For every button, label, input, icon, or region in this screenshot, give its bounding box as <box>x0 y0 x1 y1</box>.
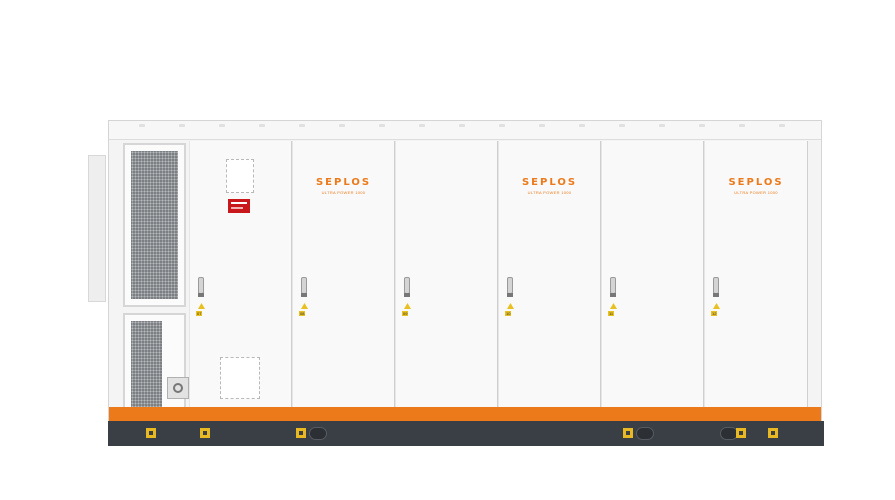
cabinet-door-4[interactable]: SEPLOS ULTRA POWER 1000 10 <box>498 141 601 407</box>
warning-triangle-icon <box>507 303 514 309</box>
lower-vent-panel <box>123 313 189 415</box>
roof-bolt <box>139 124 145 127</box>
brand-logo: SEPLOS ULTRA POWER 1000 <box>705 177 807 195</box>
brand-name: SEPLOS <box>521 177 578 188</box>
cabinet-door-3[interactable]: 09 <box>395 141 498 407</box>
forklift-pocket <box>309 427 327 440</box>
handle-base <box>404 293 410 297</box>
handle-base <box>610 293 616 297</box>
warning-triangle-icon <box>713 303 720 309</box>
door-handle-icon[interactable] <box>198 277 204 294</box>
warning-triangle-icon <box>404 303 411 309</box>
roof-bolt <box>459 124 465 127</box>
roof-bolt <box>779 124 785 127</box>
model-name: ULTRA POWER 1000 <box>321 190 366 195</box>
roof-bolt <box>179 124 185 127</box>
warning-triangle-icon <box>301 303 308 309</box>
roof-bolt <box>619 124 625 127</box>
door-code: 10 <box>505 311 512 316</box>
brand-logo: SEPLOS ULTRA POWER 1000 <box>499 177 600 195</box>
door-code: 11 <box>608 311 615 316</box>
door-handle-icon[interactable] <box>301 277 307 294</box>
handle-base <box>301 293 307 297</box>
container-base-frame <box>108 421 824 446</box>
roof-bolt <box>699 124 705 127</box>
door-code: 12 <box>711 311 718 316</box>
cabinet-door-2[interactable]: SEPLOS ULTRA POWER 1000 08 <box>292 141 395 407</box>
roof-bolt <box>299 124 305 127</box>
orange-accent-band <box>109 407 821 421</box>
roof-bolt <box>379 124 385 127</box>
forklift-pocket <box>636 427 654 440</box>
door-code: 09 <box>402 311 409 316</box>
roof-bolt <box>659 124 665 127</box>
side-hvac-unit <box>88 155 106 302</box>
inspection-window <box>226 159 254 193</box>
corner-casting-icon <box>736 428 746 438</box>
cabinet-door-5[interactable]: 11 <box>601 141 704 407</box>
handle-base <box>507 293 513 297</box>
corner-casting-icon <box>296 428 306 438</box>
door-code: 07 <box>196 311 203 316</box>
roof-bolt <box>219 124 225 127</box>
roof-bolt <box>339 124 345 127</box>
vent-grill <box>131 151 178 299</box>
access-panel <box>220 357 260 399</box>
cabinet-door-6[interactable]: SEPLOS ULTRA POWER 1000 12 <box>704 141 808 407</box>
model-name: ULTRA POWER 1000 <box>527 190 572 195</box>
roof-bolt <box>259 124 265 127</box>
brand-name: SEPLOS <box>728 177 784 188</box>
roof-bolt <box>539 124 545 127</box>
door-handle-icon[interactable] <box>404 277 410 294</box>
door-handle-icon[interactable] <box>507 277 513 294</box>
cabinet-door-1[interactable]: 07 <box>189 141 292 407</box>
roof-bolt <box>419 124 425 127</box>
roof-bolt <box>499 124 505 127</box>
roof-bolt <box>739 124 745 127</box>
warning-triangle-icon <box>198 303 205 309</box>
warning-label-plate <box>228 199 250 213</box>
model-name: ULTRA POWER 1000 <box>734 190 778 195</box>
corner-casting-icon <box>200 428 210 438</box>
door-code: 08 <box>299 311 306 316</box>
handle-base <box>713 293 719 297</box>
vent-grill <box>131 321 162 407</box>
upper-vent-panel <box>123 143 186 307</box>
top-rail <box>109 121 821 140</box>
door-handle-icon[interactable] <box>713 277 719 294</box>
handle-base <box>198 293 204 297</box>
battery-storage-container: 07 SEPLOS ULTRA POWER 1000 08 09 SEPLOS … <box>108 120 824 446</box>
roof-bolt <box>579 124 585 127</box>
warning-triangle-icon <box>610 303 617 309</box>
padlock-icon <box>167 377 189 399</box>
door-handle-icon[interactable] <box>610 277 616 294</box>
corner-casting-icon <box>623 428 633 438</box>
corner-casting-icon <box>146 428 156 438</box>
corner-casting-icon <box>768 428 778 438</box>
brand-name: SEPLOS <box>315 177 372 188</box>
brand-logo: SEPLOS ULTRA POWER 1000 <box>293 177 394 195</box>
